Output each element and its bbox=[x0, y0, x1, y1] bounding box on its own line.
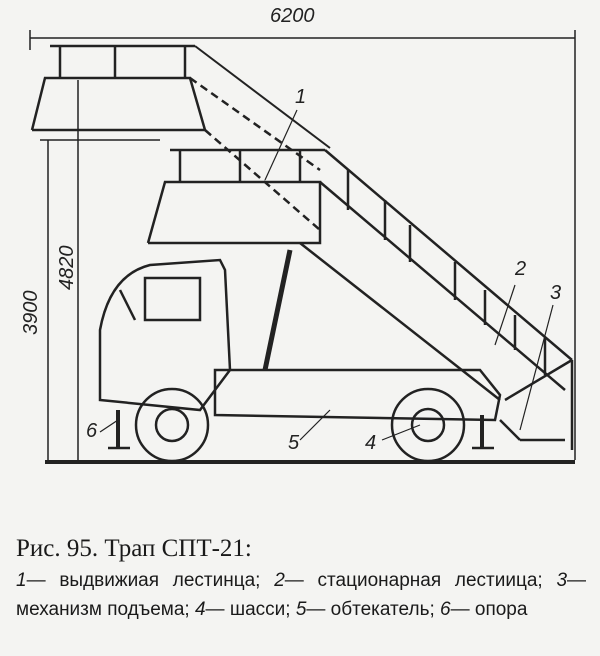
legend-num: 6 bbox=[440, 599, 451, 620]
legend-num: 5 bbox=[295, 599, 307, 620]
legend-text: — механизм подъема; bbox=[16, 570, 587, 620]
legend-text: — обтекатель; bbox=[306, 599, 435, 620]
legend-text: — шасси; bbox=[205, 599, 291, 620]
dimension-height-bottom: 3900 bbox=[20, 290, 42, 336]
legend-text: — выдвижиая лестинца; bbox=[26, 570, 261, 591]
legend-num: 1 bbox=[16, 570, 27, 591]
legend-text: — стационарная лестиица; bbox=[284, 570, 543, 591]
dimension-height-top: 4820 bbox=[56, 245, 78, 291]
label-5: 5 bbox=[288, 432, 300, 454]
legend-num: 2 bbox=[274, 570, 285, 591]
figure-caption-title: Рис. 95. Трап СПТ-21: bbox=[16, 535, 252, 562]
label-1: 1 bbox=[295, 86, 307, 108]
figure-legend: 1— выдвижиая лестинца; 2— стационарная л… bbox=[16, 566, 586, 624]
stair-truck-drawing bbox=[29, 30, 576, 464]
legend-num: 3 bbox=[556, 570, 568, 591]
dimension-width: 6200 bbox=[270, 5, 315, 27]
legend-num: 4 bbox=[194, 599, 206, 620]
label-6: 6 bbox=[86, 420, 98, 442]
legend-text: — опора bbox=[450, 599, 528, 620]
label-2: 2 bbox=[515, 258, 527, 280]
label-4: 4 bbox=[365, 432, 377, 454]
label-3: 3 bbox=[550, 282, 562, 304]
